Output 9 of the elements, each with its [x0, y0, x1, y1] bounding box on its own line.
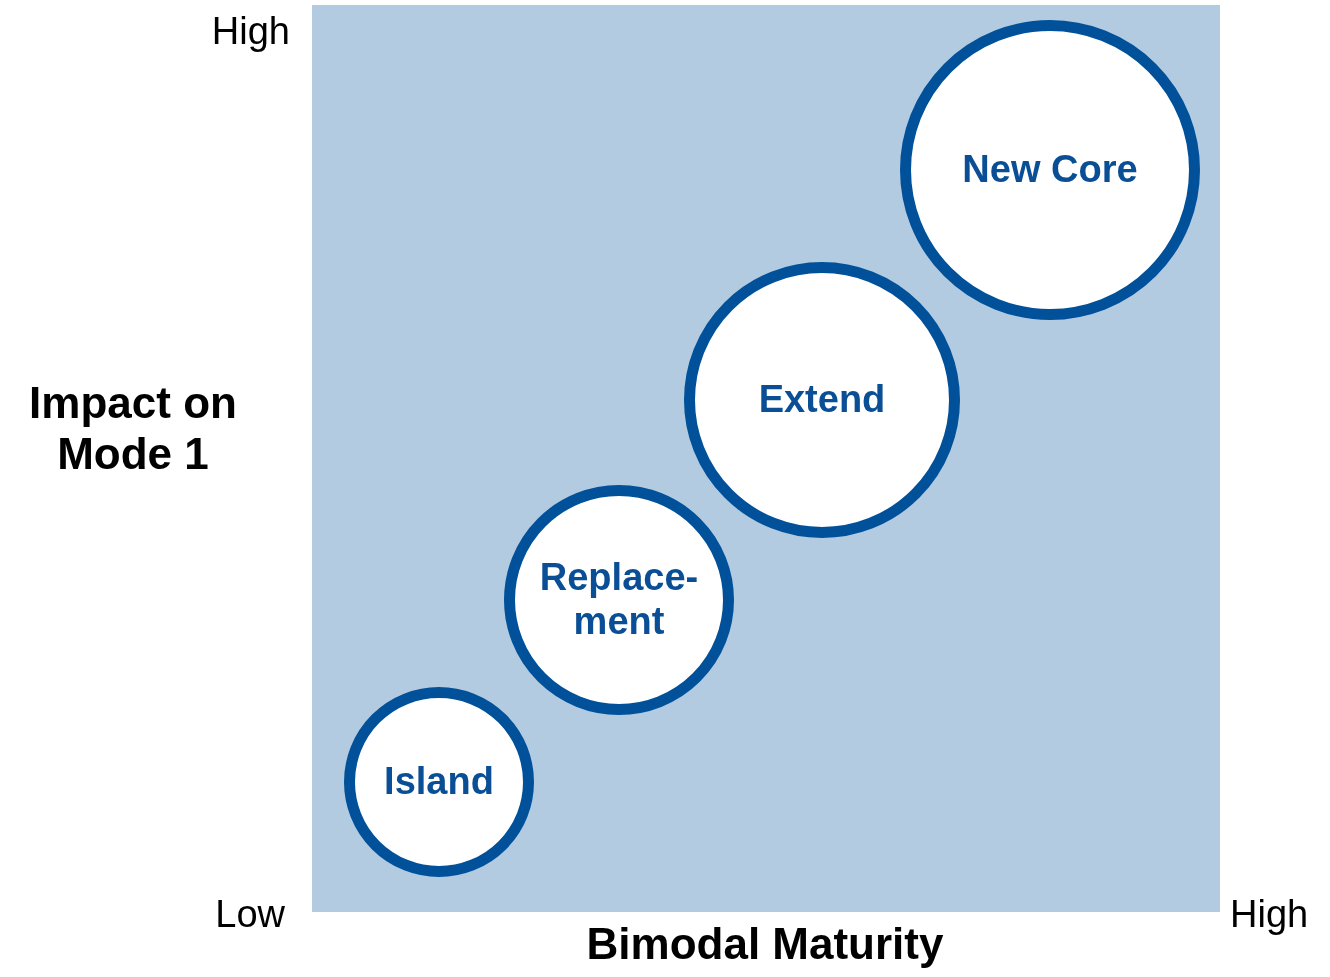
axis-title: Impact on Mode 1 [28, 378, 238, 480]
circle-label: Replace-ment [538, 556, 700, 644]
circle-label: Island [383, 760, 495, 804]
axis-tick-label: High [210, 12, 290, 50]
axis-tick-label: Low [214, 895, 285, 933]
axis-title: Bimodal Maturity [585, 922, 945, 966]
axis-tick-label: High [1230, 895, 1310, 933]
circle-label: New Core [961, 148, 1139, 192]
circle-label: Extend [757, 378, 887, 422]
